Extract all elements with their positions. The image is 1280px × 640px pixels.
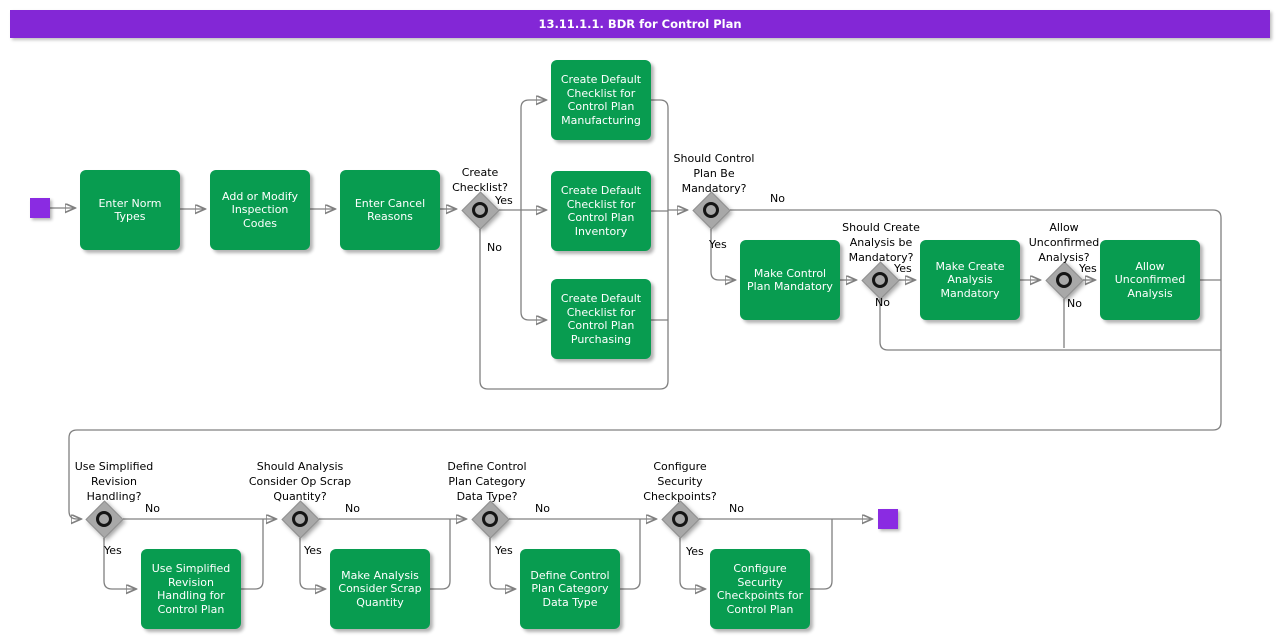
branch-yes-op-scrap: Yes <box>304 544 322 557</box>
question-plan-mandatory: Should Control Plan Be Mandatory? <box>673 152 755 195</box>
question-create-checklist: Create Checklist? <box>452 166 508 194</box>
edge-plan-mandatory-no-loop <box>68 209 1222 519</box>
branch-no-category: No <box>535 502 550 515</box>
activity-checklist-purchasing: Create Default Checklist for Control Pla… <box>551 279 651 359</box>
branch-no-simplified-revision: No <box>145 502 160 515</box>
question-allow-unconfirmed: Allow Unconfirmed Analysis? <box>1028 221 1100 264</box>
edge-security-yes <box>679 538 704 589</box>
end-node <box>878 509 898 529</box>
gateway-plan-mandatory <box>691 190 731 230</box>
activity-make-create-analysis-mandatory: Make Create Analysis Mandatory <box>920 240 1020 320</box>
branch-no-analysis-mandatory: No <box>875 296 890 309</box>
gateway-circle-icon <box>1055 271 1072 288</box>
gateway-circle-icon <box>481 510 498 527</box>
activity-checklist-manufacturing: Create Default Checklist for Control Pla… <box>551 60 651 140</box>
gateway-circle-icon <box>702 201 719 218</box>
edge-scrap-box-merge <box>430 519 451 590</box>
edge-plan-mandatory-yes <box>710 229 734 280</box>
branch-yes-category: Yes <box>495 544 513 557</box>
gateway-security-checkpoints <box>660 499 700 539</box>
branch-no-allow-unconfirmed: No <box>1067 297 1082 310</box>
activity-checklist-inventory: Create Default Checklist for Control Pla… <box>551 171 651 251</box>
branch-no-security: No <box>729 502 744 515</box>
gateway-circle-icon <box>871 271 888 288</box>
gateway-analysis-mandatory <box>860 260 900 300</box>
gateway-circle-icon <box>95 510 112 527</box>
activity-add-modify-inspection-codes: Add or Modify Inspection Codes <box>210 170 310 250</box>
activity-enter-norm-types: Enter Norm Types <box>80 170 180 250</box>
branch-yes-allow-unconfirmed: Yes <box>1079 262 1097 275</box>
question-analysis-mandatory: Should Create Analysis be Mandatory? <box>842 221 920 264</box>
start-node <box>30 198 50 218</box>
activity-enter-cancel-reasons: Enter Cancel Reasons <box>340 170 440 250</box>
gateway-circle-icon <box>291 510 308 527</box>
gateway-create-checklist <box>460 190 500 230</box>
branch-no-op-scrap: No <box>345 502 360 515</box>
activity-define-category-data-type: Define Control Plan Category Data Type <box>520 549 620 629</box>
branch-yes-analysis-mandatory: Yes <box>894 262 912 275</box>
branch-no-create-checklist: No <box>487 241 502 254</box>
edge-manufacturing-merge <box>651 99 669 381</box>
gateway-simplified-revision <box>84 499 124 539</box>
gateway-allow-unconfirmed <box>1044 260 1084 300</box>
edge-checklist-no-path <box>479 229 669 390</box>
edge-security-box-merge <box>810 519 833 590</box>
edge-category-yes <box>489 538 514 589</box>
activity-make-control-plan-mandatory: Make Control Plan Mandatory <box>740 240 840 320</box>
question-op-scrap-quantity: Should Analysis Consider Op Scrap Quanti… <box>248 460 352 503</box>
question-security-checkpoints: Configure Security Checkpoints? <box>643 460 717 503</box>
question-simplified-revision: Use Simplified Revision Handling? <box>74 460 154 503</box>
branch-no-plan-mandatory: No <box>770 192 785 205</box>
branch-yes-security: Yes <box>686 545 704 558</box>
gateway-circle-icon <box>471 201 488 218</box>
diagram-title: 13.11.1.1. BDR for Control Plan <box>10 10 1270 38</box>
activity-make-analysis-consider-scrap: Make Analysis Consider Scrap Quantity <box>330 549 430 629</box>
edge-category-box-merge <box>620 519 641 590</box>
edge-analysis-no <box>879 299 1221 351</box>
edge-split-to-manufacturing <box>520 100 545 210</box>
question-category-data-type: Define Control Plan Category Data Type? <box>447 460 527 503</box>
gateway-circle-icon <box>671 510 688 527</box>
branch-yes-create-checklist: Yes <box>495 194 513 207</box>
activity-configure-security-checkpoints: Configure Security Checkpoints for Contr… <box>710 549 810 629</box>
gateway-op-scrap-quantity <box>280 499 320 539</box>
branch-yes-plan-mandatory: Yes <box>709 238 727 251</box>
branch-yes-simplified-revision: Yes <box>104 544 122 557</box>
edge-revision-box-merge <box>241 519 264 590</box>
edge-revision-yes <box>103 538 135 589</box>
activity-allow-unconfirmed-analysis: Allow Unconfirmed Analysis <box>1100 240 1200 320</box>
gateway-category-data-type <box>470 499 510 539</box>
edge-split-to-purchasing <box>520 210 545 320</box>
activity-use-simplified-revision: Use Simplified Revision Handling for Con… <box>141 549 241 629</box>
edge-scrap-yes <box>299 538 324 589</box>
